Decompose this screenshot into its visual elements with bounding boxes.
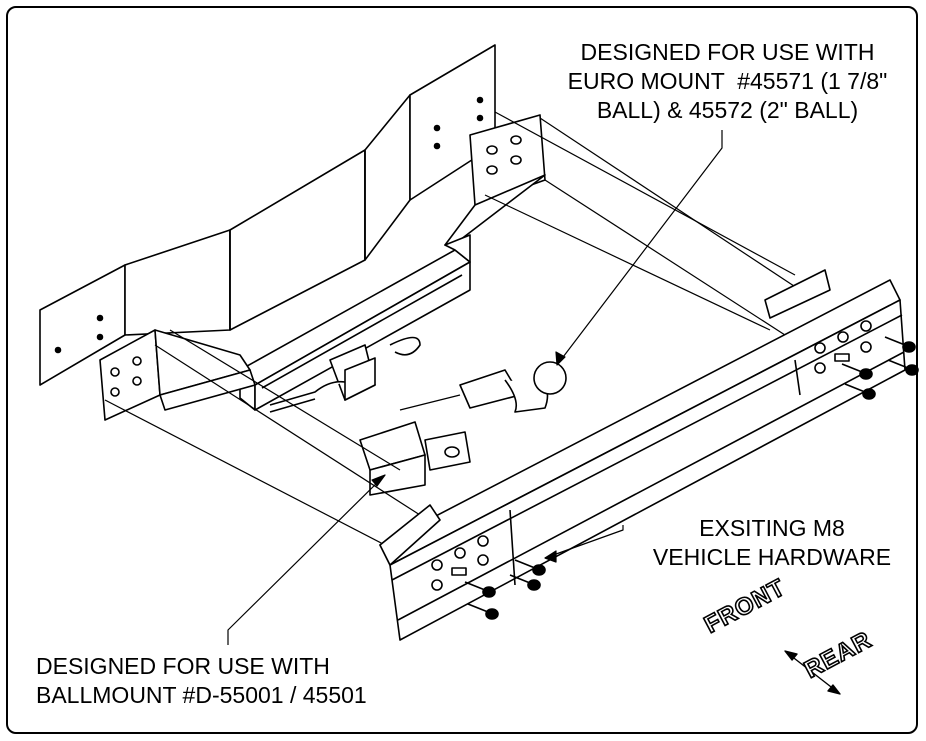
m8-bolts: [464, 336, 919, 620]
left-side-bracket: [99, 329, 256, 421]
vehicle-hardware-note: EXSITING M8 VEHICLE HARDWARE: [652, 515, 892, 570]
euro-mount-note: DESIGNED FOR USE WITH EURO MOUNT #45571 …: [567, 39, 888, 123]
assembly-guide-lines: [104, 111, 801, 546]
leader-lines: [227, 130, 723, 645]
vehicle-body-panels: [39, 44, 496, 386]
direction-arrow: [784, 650, 841, 695]
ballmount-note: DESIGNED FOR USE WITH BALLMOUNT #D-55001…: [36, 653, 367, 708]
receiver-and-pin: [269, 336, 421, 413]
right-side-bracket: [444, 114, 546, 263]
drop-ball-mount: [359, 421, 471, 496]
bumper-holes: [431, 320, 872, 591]
hitch-crossbar: [239, 249, 471, 411]
euro-ball-mount: [459, 361, 567, 413]
rear-bumper-beam: [379, 269, 906, 641]
